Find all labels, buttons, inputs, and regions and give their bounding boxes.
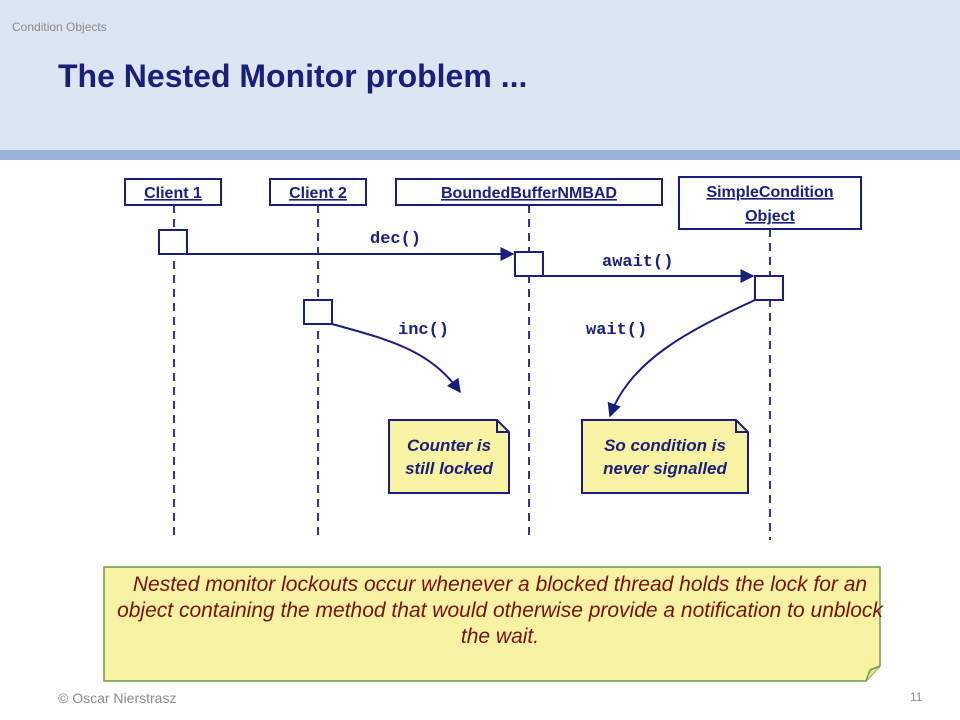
slide-header	[0, 0, 960, 150]
note-counter-line2: still locked	[405, 459, 493, 478]
lifeline-client2-label: Client 2	[289, 185, 347, 202]
lifeline-condition-label-line1: SimpleCondition	[706, 184, 833, 201]
note-condition-line1: So condition is	[604, 436, 726, 455]
lifeline-client2: Client 2	[269, 178, 367, 540]
note-never-signalled: So condition is never signalled	[581, 419, 749, 494]
activation-client2	[303, 299, 333, 325]
header-divider	[0, 150, 960, 160]
activation-condition	[754, 275, 784, 301]
message-await-label: await()	[602, 253, 673, 272]
lifeline-client1: Client 1	[124, 178, 222, 540]
message-wait-arrow	[607, 299, 756, 418]
message-dec-label: dec()	[370, 230, 421, 249]
lifeline-client1-label: Client 1	[144, 185, 202, 202]
activation-client1	[158, 229, 188, 255]
activation-buffer	[514, 251, 544, 277]
lifeline-condition: SimpleCondition Object	[678, 176, 862, 540]
slide-title: The Nested Monitor problem ...	[58, 58, 528, 94]
note-counter-locked: Counter is still locked	[388, 419, 510, 494]
note-counter-line1: Counter is	[407, 436, 491, 455]
message-wait-label: wait()	[586, 321, 647, 340]
section-label: Condition Objects	[12, 20, 107, 34]
lifeline-condition-label-line2: Object	[745, 208, 795, 225]
note-condition-line2: never signalled	[603, 459, 727, 478]
lifeline-buffer: BoundedBufferNMBAD	[395, 178, 663, 540]
callout-box	[103, 566, 881, 682]
footer-author: © Oscar Nierstrasz	[58, 690, 177, 706]
callout-text: Nested monitor lockouts occur whenever a…	[117, 573, 883, 648]
message-inc-arrow	[331, 323, 461, 394]
page-number: 11	[910, 690, 923, 704]
lifeline-buffer-label: BoundedBufferNMBAD	[441, 185, 617, 202]
message-inc-label: inc()	[398, 321, 449, 340]
